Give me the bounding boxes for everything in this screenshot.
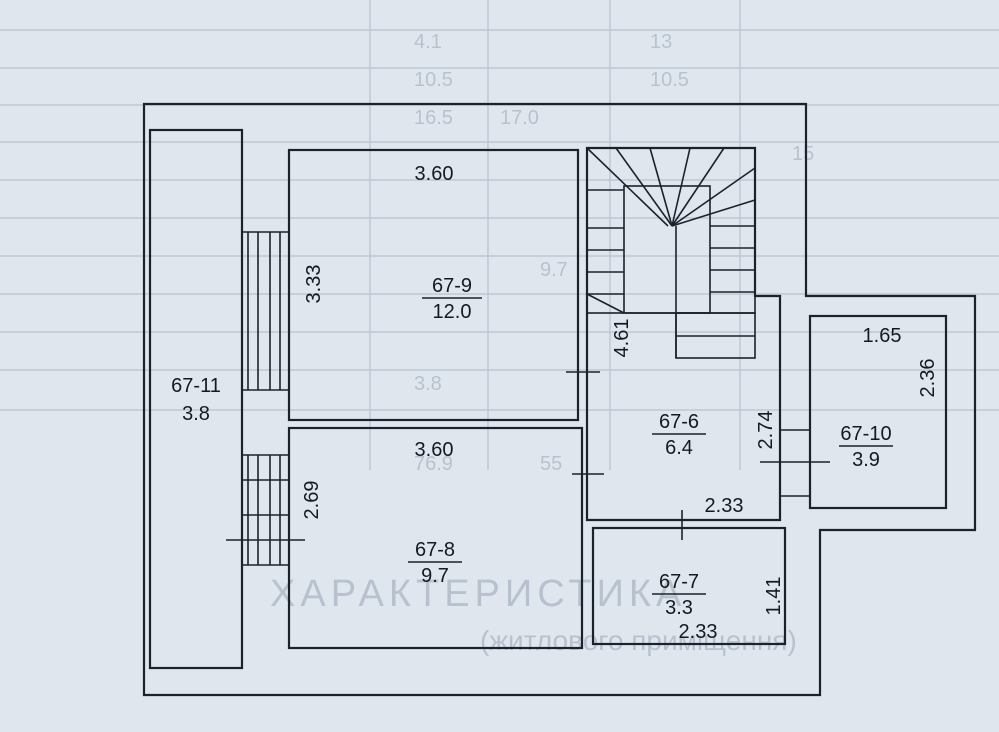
room-67-8-area: 9.7 — [421, 565, 449, 587]
bg-number: 16.5 — [414, 107, 453, 129]
background-table: 4.1 13 10.5 10.5 16.5 17.0 15 9.7 3.8 76… — [0, 0, 999, 656]
room-67-10-area: 3.9 — [852, 449, 880, 471]
room-67-11-id: 67-11 — [171, 375, 221, 397]
room-67-7-area: 3.3 — [665, 597, 693, 619]
room-67-6-side: 2.74 — [755, 411, 777, 450]
room-67-9-area: 12.0 — [433, 301, 472, 323]
room-67-10-id: 67-10 — [840, 423, 891, 445]
window-67-8 — [226, 454, 305, 566]
bg-number: 4.1 — [414, 31, 442, 53]
room-67-10-width: 1.65 — [863, 325, 902, 347]
room-67-8-height: 2.69 — [301, 481, 323, 520]
room-67-6-height: 4.61 — [611, 319, 633, 358]
room-67-11 — [148, 128, 244, 670]
bg-number: 10.5 — [414, 69, 453, 91]
bg-number: 9.7 — [540, 259, 568, 281]
room-67-8-id: 67-8 — [415, 539, 455, 561]
room-67-6-id: 67-6 — [659, 411, 699, 433]
room-67-7-height: 1.41 — [763, 577, 785, 616]
staircase — [586, 147, 756, 359]
bg-number: 15 — [792, 143, 814, 165]
door-marks — [566, 371, 830, 540]
room-67-9-height: 3.33 — [303, 265, 325, 304]
room-67-9-id: 67-9 — [432, 275, 472, 297]
bg-number: 76.9 — [414, 453, 453, 475]
bg-number: 17.0 — [500, 107, 539, 129]
room-67-8 — [287, 426, 584, 650]
bg-heading: ХАРАКТЕРИСТИКА — [270, 573, 686, 615]
bg-number: 55 — [540, 453, 562, 475]
bg-number: 3.8 — [414, 373, 442, 395]
room-67-7-width: 2.33 — [679, 621, 718, 643]
window-67-9 — [242, 231, 289, 391]
room-67-10-height: 2.36 — [917, 359, 939, 398]
room-67-9-width: 3.60 — [415, 163, 454, 185]
room-67-7-id: 67-7 — [659, 571, 699, 593]
outer-wall — [142, 102, 977, 697]
bg-subheading: (житлового приміщення) — [480, 625, 797, 656]
room-67-11-area: 3.8 — [182, 403, 210, 425]
room-67-6-area: 6.4 — [665, 437, 693, 459]
bg-number: 13 — [650, 31, 672, 53]
room-67-8-width: 3.60 — [415, 439, 454, 461]
room-67-10 — [808, 314, 948, 510]
bg-number: 10.5 — [650, 69, 689, 91]
room-67-9 — [287, 148, 580, 422]
room-67-6-bottom: 2.33 — [705, 495, 744, 517]
passage-lines — [780, 429, 810, 497]
